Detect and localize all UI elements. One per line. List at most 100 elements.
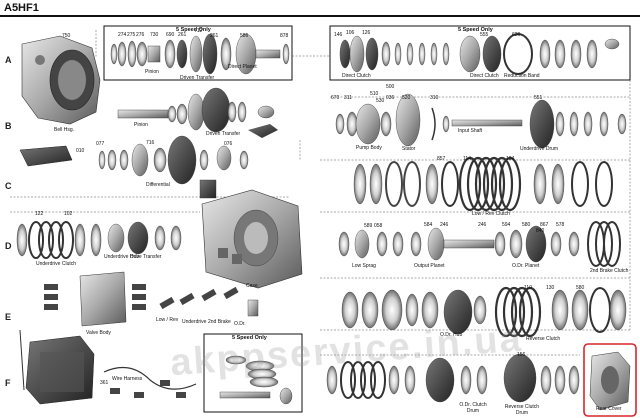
row-d-right-parts — [338, 221, 621, 267]
row-letter-a: A — [5, 55, 12, 65]
label-pinion-2: Pinion — [134, 122, 148, 128]
label-rear-cover: Rear Cover — [596, 406, 622, 412]
label-od-hub: O.Dr. Hub — [440, 332, 463, 338]
box-top-left — [103, 25, 293, 81]
part-130: 130 — [546, 285, 555, 291]
label-drive-transfer: Drive Transfer — [130, 254, 162, 260]
part-156: 156 — [517, 352, 526, 358]
part-146: 146 — [334, 32, 343, 38]
part-690: 690 — [166, 32, 175, 38]
row-letter-f: F — [5, 378, 11, 388]
label-2nd-brake-clutch: 2nd Brake Clutch — [590, 268, 629, 274]
box-title-top-left: 5 Speed Only — [176, 27, 211, 33]
valve-body-and-solenoids — [44, 271, 259, 327]
part-578: 578 — [556, 222, 565, 228]
part-716: 716 — [146, 140, 155, 146]
part-246b: 246 — [478, 222, 487, 228]
label-output-planet: Output Planet — [414, 263, 445, 269]
box-title-top-right: 5 Speed Only — [458, 27, 493, 33]
diagram-title: A5HF1 — [4, 2, 39, 14]
transmission-case — [201, 189, 303, 289]
label-odr-solenoid: O.Dr. — [234, 321, 246, 327]
part-520: 520 — [402, 95, 411, 101]
row-letter-c: C — [5, 181, 12, 191]
underdrive-clutch-pack — [16, 221, 182, 259]
part-555: 555 — [480, 32, 489, 38]
label-direct-clutch: Direct Clutch — [342, 73, 371, 79]
label-driven-transfer: Driven Transfer — [180, 75, 215, 81]
part-276: 276 — [136, 32, 145, 38]
label-underdrive-solenoid: Underdrive — [182, 319, 207, 325]
part-274: 274 — [118, 32, 127, 38]
label-underdrive-clutch: Underdrive Clutch — [36, 261, 77, 267]
label-bell-hsg: Bell Hsg. — [54, 127, 75, 133]
part-114: 114 — [463, 156, 471, 162]
label-od-planet: O.Dr. Planet — [512, 263, 540, 269]
label-underdrive-drum: Underdrive Drum — [520, 146, 559, 152]
label-low-rev-solenoid: Low / Rev — [156, 317, 179, 323]
label-od-clutch-drum: O.Dr. Clutch Drum — [459, 402, 487, 414]
label-low-rev-clutch: Low / Rev Clutch — [472, 211, 510, 217]
label-wire-harness: Wire Harness — [112, 376, 143, 382]
rear-cover — [589, 351, 631, 411]
part-058: 058 — [374, 223, 383, 229]
row-e-right-parts — [341, 286, 627, 338]
row-f-right-parts — [326, 353, 580, 403]
label-stator: Stator — [402, 146, 416, 152]
label-2nd-brake-solenoid: 2nd Brake — [208, 319, 231, 325]
box-bottom — [203, 333, 303, 413]
label-driven-transfer-2: Driven Transfer — [206, 131, 241, 137]
part-361: 361 — [100, 380, 109, 386]
part-594: 594 — [502, 222, 511, 228]
part-589: 589 — [364, 223, 373, 229]
part-102: 102 — [64, 211, 73, 217]
label-reverse-clutch-drum: Reverse Clutch Drum — [504, 404, 540, 416]
part-750: 750 — [62, 33, 71, 39]
row-letter-d: D — [5, 241, 12, 251]
top-left-box-parts — [110, 33, 290, 75]
oil-pan-and-harness — [19, 329, 197, 405]
label-reverse-clutch: Reverse Clutch — [526, 336, 561, 342]
bell-housing — [21, 35, 101, 125]
box-title-bottom: 5 Speed Only — [232, 335, 267, 341]
title-rule — [0, 15, 640, 17]
row-letter-b: B — [5, 121, 12, 131]
label-pump-body: Pump Body — [356, 145, 382, 151]
part-261: 261 — [178, 32, 187, 38]
label-pinion: Pinion — [145, 69, 159, 75]
part-310: 310 — [430, 95, 439, 101]
part-106: 106 — [346, 30, 355, 36]
top-right-box-parts — [339, 33, 620, 75]
part-010: 010 — [76, 148, 85, 154]
label-differential: Differential — [146, 182, 170, 188]
row-b-left-parts — [117, 87, 278, 138]
label-direct-clutch-2: Direct Clutch — [470, 73, 499, 79]
label-direct-planet: Direct Planet — [228, 64, 257, 70]
label-input-shaft: Input Shaft — [458, 128, 483, 134]
part-530: 530 — [376, 98, 385, 104]
part-122: 122 — [35, 211, 44, 217]
part-126: 126 — [362, 30, 371, 36]
label-reduction-band: Reduction Band — [504, 73, 540, 79]
row-letter-e: E — [5, 312, 12, 322]
part-134: 134 — [506, 156, 515, 162]
part-878: 878 — [280, 33, 289, 39]
part-077: 077 — [96, 141, 105, 147]
part-730: 730 — [150, 32, 159, 38]
label-case: Case — [246, 283, 258, 289]
part-712: 712 — [194, 28, 203, 34]
row-b-right-parts — [335, 93, 627, 149]
part-246: 246 — [440, 222, 449, 228]
low-rev-clutch-pack — [353, 156, 613, 212]
label-low-sprag: Low Sprag — [352, 263, 376, 269]
part-110: 110 — [524, 285, 532, 291]
part-510: 510 — [370, 91, 379, 97]
part-551: 551 — [534, 95, 543, 101]
label-underdrive-hub: Underdrive Hub — [104, 254, 140, 260]
box-top-right — [329, 25, 631, 81]
filter-and-differential — [19, 135, 249, 199]
part-580: 580 — [522, 222, 531, 228]
bottom-box-parts — [219, 355, 293, 405]
part-586: 586 — [240, 33, 249, 39]
